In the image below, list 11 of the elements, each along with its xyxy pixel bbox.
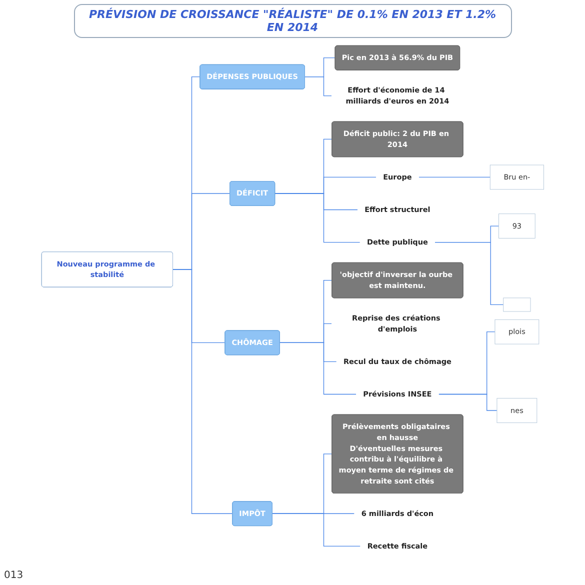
connector: [434, 242, 504, 306]
connector: [272, 513, 361, 546]
note-text: 013: [4, 570, 24, 581]
node-box: [502, 298, 531, 312]
connector: [172, 269, 233, 514]
connector: [418, 176, 490, 178]
connector: [438, 394, 498, 411]
connector: [274, 193, 360, 243]
title: PRÉVISION DE CROISSANCE "RÉALISTE" DE 0.1% EN 2013 ET 1.2% EN 2014: [74, 4, 512, 38]
connector: [304, 76, 332, 96]
connector: [279, 342, 357, 395]
